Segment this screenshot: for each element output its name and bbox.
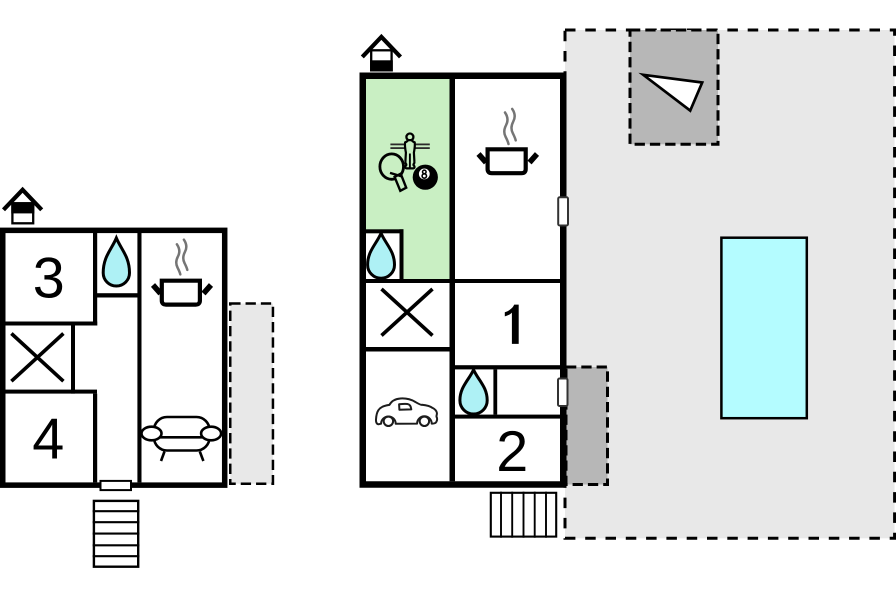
svg-text:3: 3 [33, 247, 65, 311]
svg-text:4: 4 [32, 407, 64, 471]
svg-text:2: 2 [496, 420, 528, 484]
